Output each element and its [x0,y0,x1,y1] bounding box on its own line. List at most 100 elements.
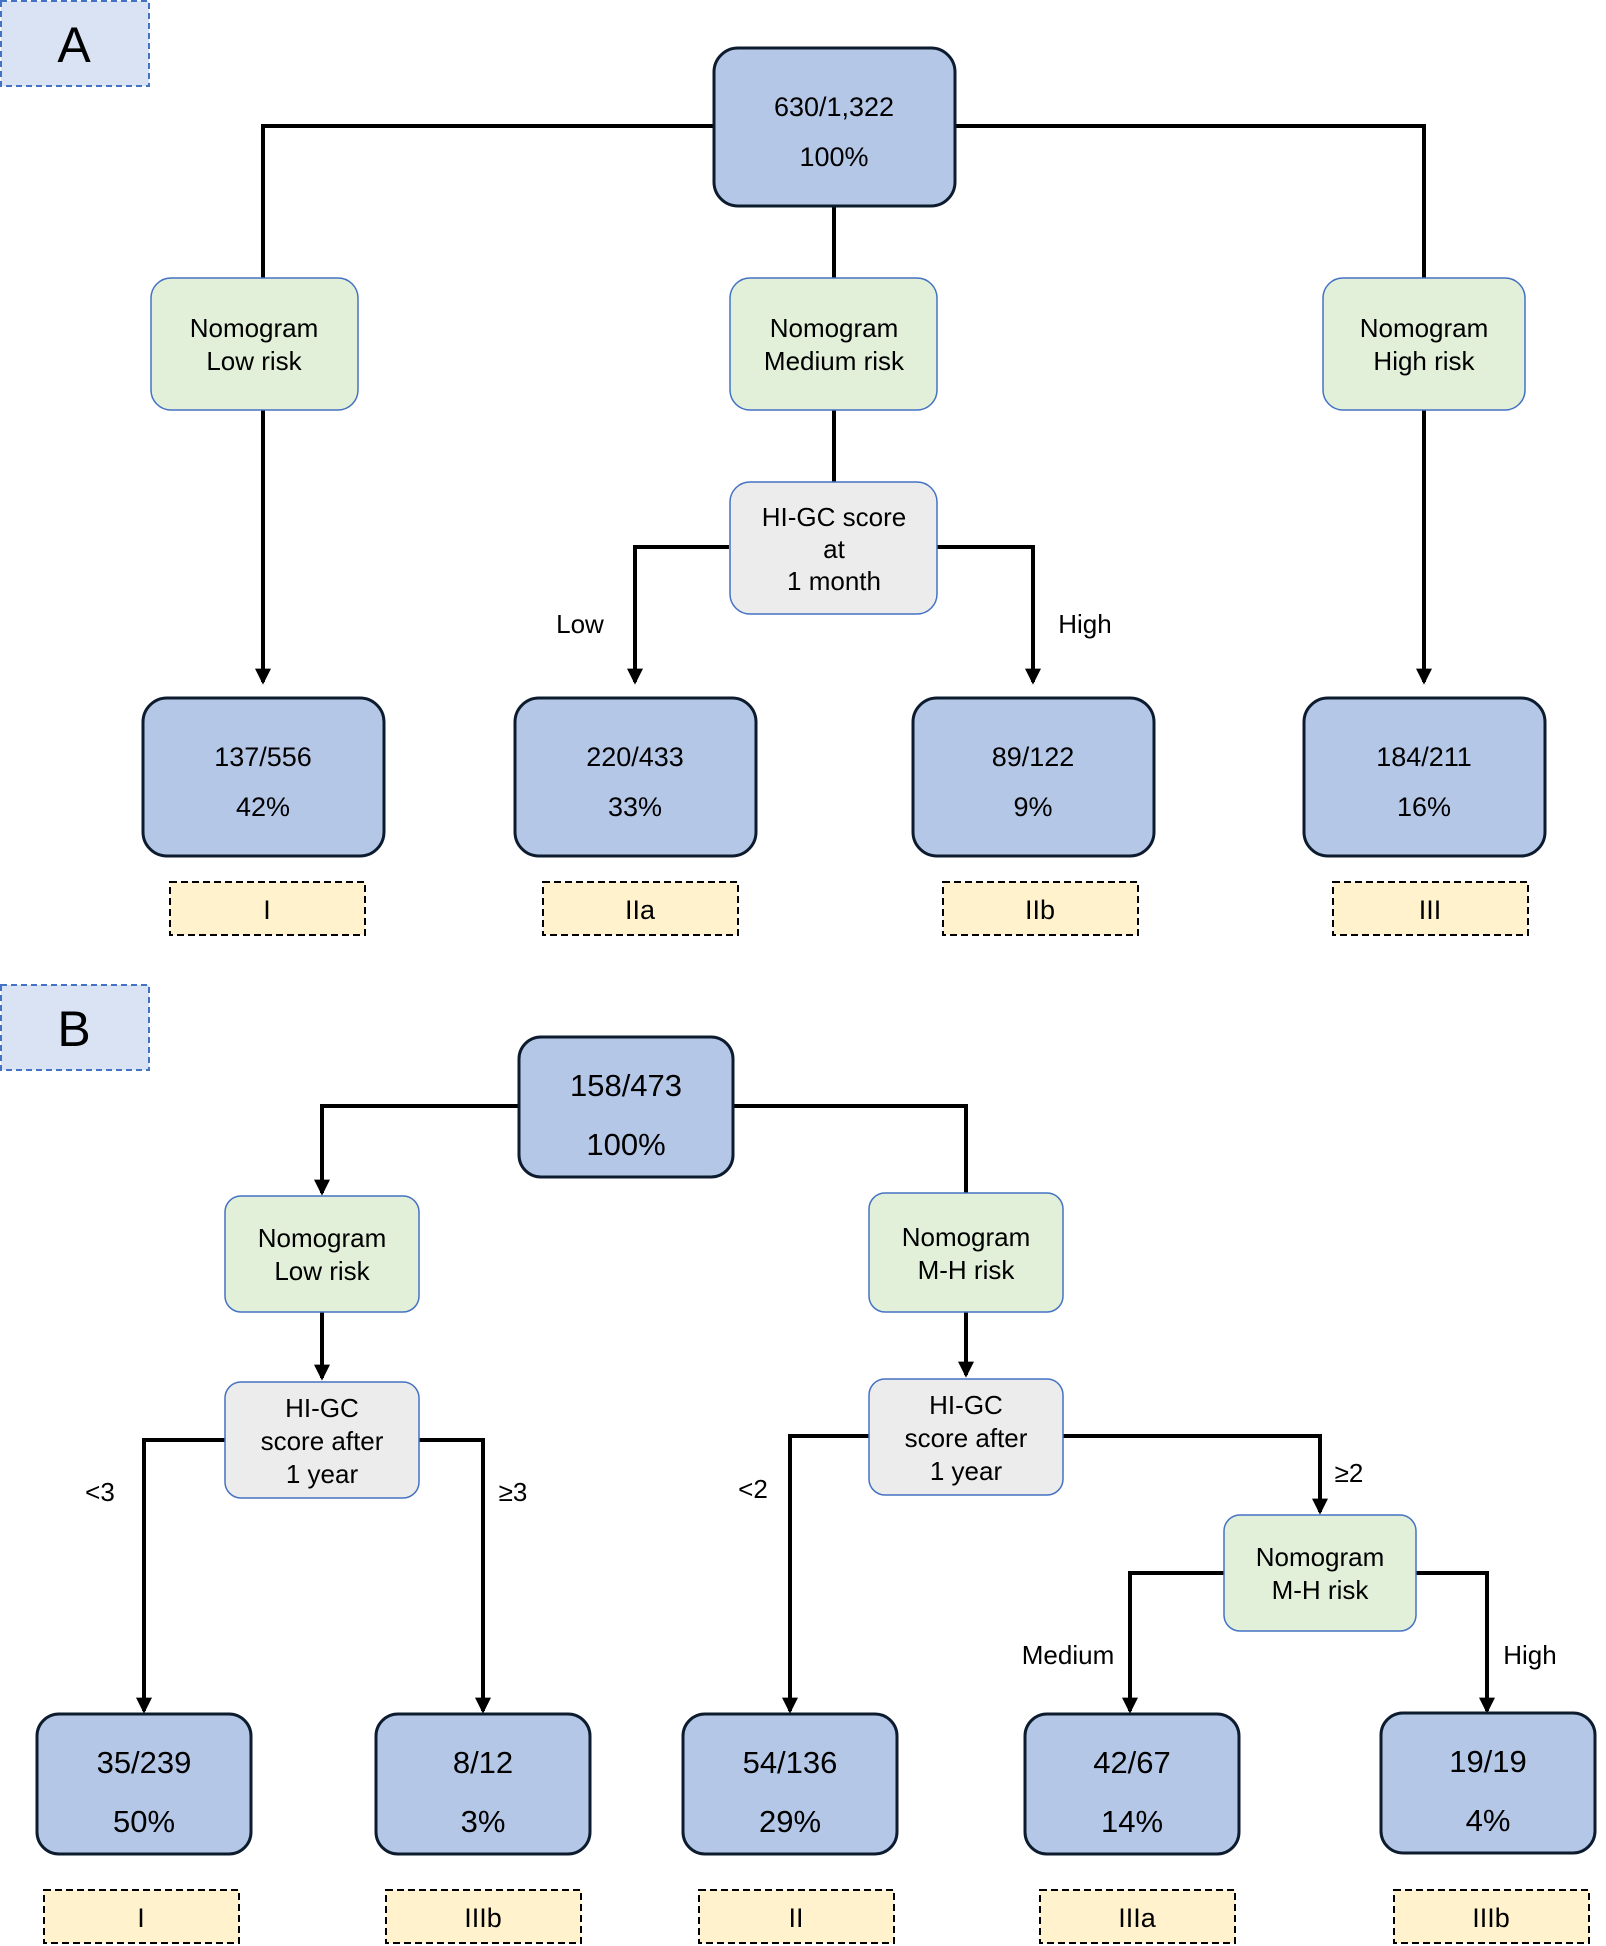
nomogram-mh-risk: M-H risk [918,1255,1016,1285]
panel-b-stage-labels: I IIIb II IIIa IIIb [43,1889,1590,1944]
stage-box: III [1332,881,1529,936]
panel-b-label: B [0,984,150,1071]
higc-title: HI-GC score [762,502,906,532]
panel-a-leaf-3: 89/122 9% [911,696,1156,858]
leaf-percent: 3% [461,1804,506,1839]
higc-title: HI-GC [285,1393,359,1423]
leaf-percent: 29% [759,1804,821,1839]
higc-at: at [823,534,845,564]
panel-b-leaf-5: 19/19 4% [1379,1711,1597,1855]
arrow-higc-low [627,545,729,685]
leaf-count: 184/211 [1376,742,1472,772]
leaf-percent: 50% [113,1804,175,1839]
panel-a-root-percent: 100% [799,142,868,172]
panel-b-root-node: 158/473 100% [517,1035,735,1179]
stage-box: IIIb [385,1889,582,1944]
higc-score-after: score after [905,1423,1028,1453]
nomogram-low-risk: Low risk [206,346,302,376]
panel-b-nomogram-mh: Nomogram M-H risk [868,1192,1064,1313]
arrow-higc-lt2 [782,1434,869,1714]
nomogram-low-title: Nomogram [258,1223,387,1253]
leaf-count: 35/239 [97,1745,192,1780]
panel-a-nomogram-medium: Nomogram Medium risk [729,277,938,411]
leaf-count: 19/19 [1449,1744,1527,1779]
panel-a-connectors [255,124,1432,685]
stage-label: IIIb [1472,1903,1510,1933]
panel-a-higc-node: HI-GC score at 1 month [729,481,938,615]
arrow-mh2-medium [1122,1571,1224,1714]
nomogram-mh2-risk: M-H risk [1272,1575,1370,1605]
panel-a-stage-labels: I IIa IIb III [169,881,1529,936]
leaf-percent: 14% [1101,1804,1163,1839]
leaf-percent: 9% [1013,792,1052,822]
panel-b-nomogram-low: Nomogram Low risk [224,1195,420,1313]
stage-label: IIIa [1118,1903,1157,1933]
panel-b-leaf-2: 8/12 3% [374,1712,592,1856]
arrow-higc-ge2 [1063,1434,1328,1515]
leaf-count: 42/67 [1093,1745,1171,1780]
higc-time: 1 month [787,566,881,596]
stage-box: IIb [942,881,1139,936]
stage-box: I [169,881,366,936]
nomogram-medium-title: Nomogram [770,313,899,343]
panel-a-label: A [0,0,150,87]
panel-b-root-count: 158/473 [570,1068,682,1103]
panel-b-connectors [136,1104,1495,1714]
panel-b-higc-left: HI-GC score after 1 year [224,1381,420,1499]
stage-label: I [263,895,271,925]
nomogram-low-title: Nomogram [190,313,319,343]
panel-b-nomogram-mh-2: Nomogram M-H risk [1223,1514,1417,1632]
panel-a-leaf-1: 137/556 42% [141,696,386,858]
higc-time: 1 year [286,1459,359,1489]
panel-b: B 158/473 100% Nomogram Low risk [0,984,1597,1944]
arrow-root-to-low [314,1104,519,1196]
higc-time: 1 year [930,1456,1003,1486]
panel-a: A 630/1,322 100% Nomogram Low risk [0,0,1547,936]
stage-label: III [1419,895,1442,925]
stage-label: II [788,1903,803,1933]
leaf-percent: 33% [608,792,662,822]
branch-label-medium: Medium [1022,1640,1114,1670]
nomogram-medium-risk: Medium risk [764,346,905,376]
panel-b-leaves: 35/239 50% 8/12 3% 54/136 29% 42/67 14% … [35,1711,1597,1856]
connector-root-to-low [261,124,714,278]
nomogram-mh2-title: Nomogram [1256,1542,1385,1572]
nomogram-high-risk: High risk [1373,346,1475,376]
leaf-percent: 4% [1466,1803,1511,1838]
panel-a-leaf-4: 184/211 16% [1302,696,1547,858]
panel-a-root-count: 630/1,322 [774,92,894,122]
panel-b-letter: B [57,1001,90,1057]
panel-a-letter: A [57,17,91,73]
stage-box: IIIa [1039,1889,1236,1944]
panel-b-leaf-3: 54/136 29% [681,1712,899,1856]
branch-label-high: High [1503,1640,1556,1670]
higc-score-after: score after [261,1426,384,1456]
leaf-count: 89/122 [992,742,1075,772]
branch-label-high: High [1058,609,1111,639]
arrow-higc-high [937,545,1041,685]
panel-a-leaves: 137/556 42% 220/433 33% 89/122 9% 184/21… [141,696,1547,858]
panel-b-leaf-4: 42/67 14% [1023,1712,1241,1856]
leaf-count: 137/556 [214,742,312,772]
stage-label: IIa [625,895,656,925]
panel-a-nomogram-high: Nomogram High risk [1322,277,1526,411]
higc-title: HI-GC [929,1390,1003,1420]
branch-label-ge2: ≥2 [1335,1458,1364,1488]
stage-label: IIIb [464,1903,502,1933]
leaf-count: 8/12 [453,1745,513,1780]
stage-label: I [137,1903,145,1933]
arrow-mh2-high [1416,1571,1495,1714]
leaf-percent: 16% [1397,792,1451,822]
branch-label-lt2: <2 [738,1474,768,1504]
panel-b-root-percent: 100% [586,1127,665,1162]
nomogram-mh-title: Nomogram [902,1222,1031,1252]
branch-label-low: Low [556,609,604,639]
nomogram-low-risk: Low risk [274,1256,370,1286]
panel-b-leaf-1: 35/239 50% [35,1712,253,1856]
leaf-percent: 42% [236,792,290,822]
panel-a-leaf-2: 220/433 33% [513,696,758,858]
leaf-count: 54/136 [743,1745,838,1780]
stage-label: IIb [1025,895,1055,925]
leaf-count: 220/433 [586,742,684,772]
